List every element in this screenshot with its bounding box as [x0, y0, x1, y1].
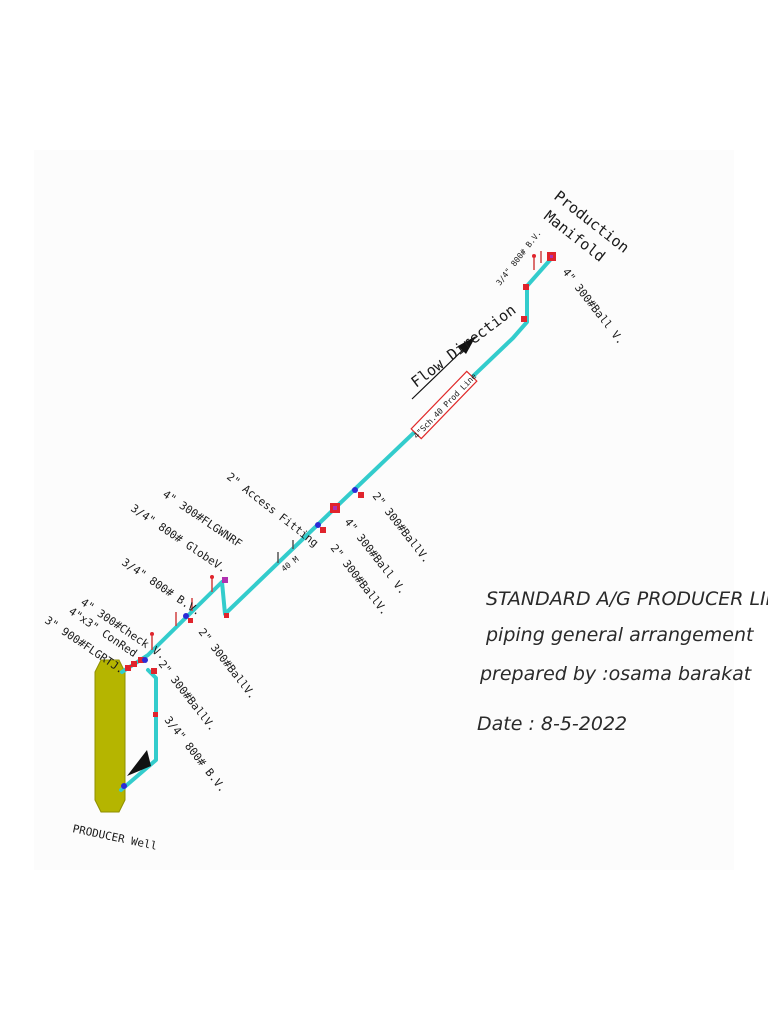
flg-rtj-fitting [125, 665, 131, 671]
label-bv-riser: 3/4" 800# B.V. [162, 714, 229, 795]
mid-flange-inner [333, 506, 337, 510]
well-outlet-fitting [121, 783, 127, 789]
flow-direction-line [411, 344, 469, 400]
flg-wnrf-fitting [222, 577, 228, 583]
ball-valve-4-fitting [320, 527, 326, 533]
title-line-2: piping general arrangement [485, 624, 755, 646]
ball-valve-fitting [188, 618, 193, 623]
drawing-sheet [34, 150, 734, 870]
branch-valve-handle [150, 632, 154, 636]
ball-valve-2-fitting [358, 492, 364, 498]
riser-base-fitting [224, 613, 229, 618]
ball-valve-fitting [183, 613, 189, 619]
tee-blue-fitting [142, 657, 148, 663]
title-date: Date : 8-5-2022 [477, 713, 627, 735]
title-line-1: STANDARD A/G PRODUCER LINE [486, 588, 768, 610]
pipe-run-lower [119, 668, 158, 792]
label-ball-2-upper: 2" 300#BallV. [196, 626, 259, 702]
con-red-fitting [131, 661, 137, 667]
ball-valve-2-fitting [352, 487, 358, 493]
flow-direction-arrow-icon [458, 336, 476, 354]
check-valve-fitting [138, 657, 144, 663]
lower-bv-fitting [153, 712, 158, 717]
manifold-flange-inner [550, 255, 553, 258]
label-bv-lower-left: 3/4" 800# B.V. [119, 556, 203, 619]
riser-valve-fitting [151, 668, 157, 674]
flow-arrow-lower-icon [127, 750, 151, 776]
ball-valve-4-fitting [315, 522, 321, 528]
title-line-3: prepared by :osama barakat [479, 663, 753, 685]
top-bv-handle [532, 254, 536, 258]
top-riser-fitting-upper [523, 284, 529, 290]
producer-well-vessel [94, 659, 126, 813]
label-globe-valve: 3/4" 800# GlobeV. [128, 502, 229, 576]
producer-well-label: PRODUCER Well [71, 822, 158, 853]
top-riser-fitting [521, 316, 527, 322]
label-ball-4-top: 4" 300#Ball V. [560, 266, 627, 347]
branch-valve-handle [210, 575, 214, 579]
